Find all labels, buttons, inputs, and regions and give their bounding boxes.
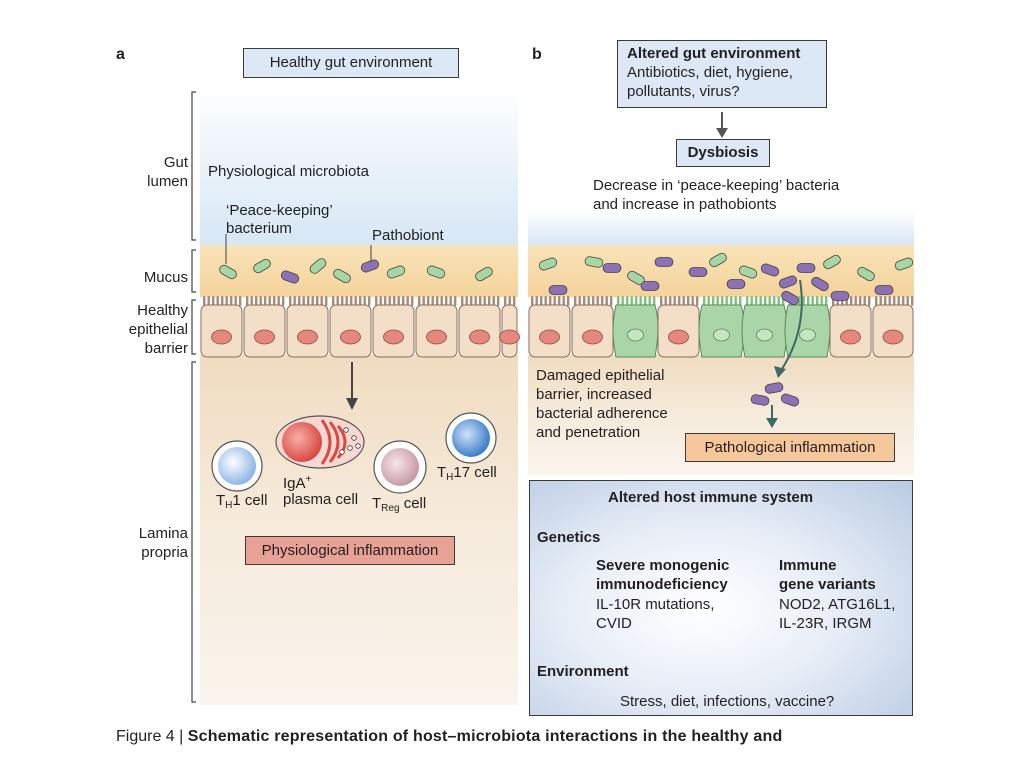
layer-label-lamina: Lamina	[138, 525, 188, 542]
altered-immune-system-panel	[529, 480, 913, 716]
peacekeeping-label-line1: ‘Peace-keeping’	[226, 202, 333, 219]
peacekeeping-bacterium	[894, 257, 914, 271]
pathobiont-label: Pathobiont	[372, 227, 444, 244]
panel-b-letter: b	[532, 46, 542, 63]
pathobiont-bacterium	[360, 259, 380, 273]
treg-cell-label: TReg cell	[372, 495, 427, 514]
pathobiont-bacterium	[778, 275, 798, 289]
layer-label-epithelial: epithelial	[128, 321, 188, 338]
immune-variants-line1: Immune	[779, 557, 837, 574]
plasma-cell-label: plasma cell	[283, 491, 359, 508]
pathobiont-bacterium	[654, 257, 674, 267]
dysbiosis-desc-line2: and increase in pathobionts	[593, 196, 777, 213]
layer-label-healthy: Healthy	[137, 302, 188, 319]
genetics-label: Genetics	[537, 529, 601, 546]
pathobiont-bacterium	[781, 290, 799, 306]
severe-line1: Severe monogenic	[596, 557, 730, 574]
environment-examples: Stress, diet, infections, vaccine?	[620, 693, 835, 710]
peacekeeping-bacterium	[253, 258, 271, 274]
altered-environment-line1: Antibiotics, diet, hygiene,	[627, 64, 793, 81]
peacekeeping-bacterium	[333, 268, 351, 284]
peacekeeping-bacterium	[584, 256, 604, 268]
caption-bold: Schematic representation of host–microbi…	[187, 728, 783, 745]
altered-environment-line2: pollutants, virus?	[627, 83, 740, 100]
pathological-inflammation-box: Pathological inflammation	[685, 433, 895, 462]
immune-example-line1: NOD2, ATG16L1,	[779, 596, 896, 613]
layer-label-lumen: lumen	[147, 173, 188, 190]
peacekeeping-bacterium	[857, 266, 875, 282]
pathobiont-bacterium	[764, 382, 784, 394]
dysbiosis-box: Dysbiosis	[676, 139, 770, 167]
panel-a-header: Healthy gut environment	[243, 48, 459, 78]
pathobiont-bacterium	[726, 279, 746, 289]
pathobiont-bacterium	[602, 263, 622, 273]
layer-label-mucus: Mucus	[143, 269, 188, 286]
peacekeeping-bacterium	[738, 265, 758, 279]
pathobiont-bacterium	[750, 394, 770, 406]
pathobiont-bacterium	[548, 285, 568, 295]
pathobiont-bacterium	[811, 276, 829, 292]
caption-prefix: Figure 4 |	[116, 728, 188, 745]
damage-line4: and penetration	[536, 424, 641, 441]
figure-caption: Figure 4 | Schematic representation of h…	[116, 727, 782, 747]
damage-line2: barrier, increased	[536, 386, 652, 403]
peacekeeping-bacterium	[538, 257, 558, 271]
damage-line1: Damaged epithelial	[536, 367, 665, 384]
th1-cell-label: TH1 cell	[216, 492, 268, 511]
immune-title: Altered host immune system	[608, 489, 814, 506]
pathobiont-bacterium	[874, 285, 894, 295]
pathobiont-bacterium	[796, 263, 816, 273]
severe-example-line1: IL-10R mutations,	[596, 596, 715, 613]
panel-a-letter: a	[116, 46, 125, 63]
peacekeeping-bacterium	[475, 266, 493, 282]
layer-label-propria: propria	[141, 544, 188, 561]
peacekeeping-bacterium	[426, 265, 446, 279]
peacekeeping-bacterium	[709, 252, 727, 268]
peacekeeping-bacterium	[219, 264, 237, 280]
layer-label-gut: Gut	[163, 154, 188, 171]
severe-line2: immunodeficiency	[596, 576, 728, 593]
microbiota-label: Physiological microbiota	[208, 163, 369, 180]
pathobiont-bacterium	[830, 291, 850, 301]
dysbiosis-desc-line1: Decrease in ‘peace-keeping’ bacteria	[593, 177, 840, 194]
immune-example-line2: IL-23R, IRGM	[779, 615, 872, 632]
altered-environment-box: Altered gut environment Antibiotics, die…	[617, 40, 827, 108]
pathobiont-bacterium	[640, 281, 660, 291]
peacekeeping-bacterium	[309, 258, 327, 274]
th17-cell-label: TH17 cell	[437, 464, 497, 483]
physiological-inflammation-box: Physiological inflammation	[245, 536, 455, 565]
environment-label: Environment	[537, 663, 629, 680]
pathobiont-bacterium	[760, 263, 780, 277]
altered-environment-title: Altered gut environment	[627, 45, 801, 62]
pathobiont-bacterium	[780, 393, 800, 407]
pathobiont-bacterium	[688, 267, 708, 277]
peacekeeping-bacterium	[823, 254, 841, 270]
severe-example-line2: CVID	[596, 615, 632, 632]
pathobiont-bacterium	[280, 270, 300, 284]
peacekeeping-bacterium	[386, 265, 406, 279]
peacekeeping-label-line2: bacterium	[226, 220, 292, 237]
layer-label-barrier: barrier	[144, 340, 188, 357]
damage-line3: bacterial adherence	[536, 405, 668, 422]
iga-label: IgA+	[283, 474, 312, 492]
immune-variants-line2: gene variants	[779, 576, 876, 593]
